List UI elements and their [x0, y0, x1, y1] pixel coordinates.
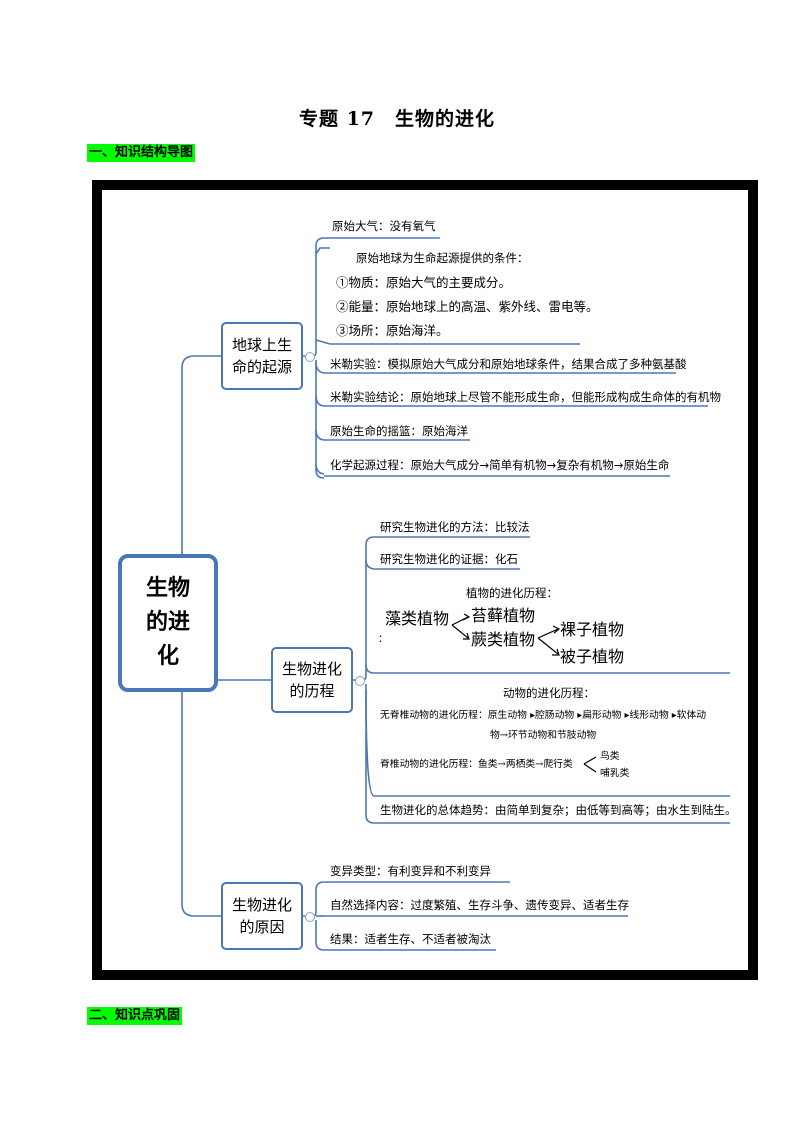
root-connector-3	[181, 692, 221, 917]
leaf-primitive-atmosphere: 原始大气：没有氧气	[332, 219, 436, 233]
leaf-variation-types: 变异类型：有利变异和不利变异	[330, 864, 491, 878]
leaf-condition-matter: ①物质：原始大气的主要成分。	[336, 275, 512, 290]
plant-moss: 苔藓植物	[471, 606, 536, 625]
page-title: 专题 17 生物的进化	[298, 108, 496, 130]
leaf-research-evidence: 研究生物进化的证据：化石	[380, 552, 518, 566]
leaf-invertebrate-line2: 物→环节动物和节肢动物	[490, 730, 597, 741]
section-heading-2: 二、知识点巩固	[87, 1007, 183, 1025]
branch1-collapse-toggle[interactable]	[305, 352, 315, 362]
plant-angiosperm: 被子植物	[560, 647, 625, 666]
leaf-miller-conclusion: 米勒实验结论：原始地球上尽管不能形成生命，但能形成构成生命体的有机物	[330, 390, 721, 404]
leaf-miller-experiment: 米勒实验：模拟原始大气成分和原始地球条件，结果合成了多种氨基酸	[330, 357, 687, 371]
leaf-vertebrate-birds: 鸟类	[600, 751, 620, 762]
plant-algae: 藻类植物	[385, 609, 450, 628]
branch-node-causes: 生物进化的原因	[221, 882, 303, 950]
leaf-vertebrate: 脊椎动物的进化历程：鱼类→两栖类→爬行类	[380, 759, 573, 770]
leaf-overall-trend: 生物进化的总体趋势：由简单到复杂；由低等到高等；由水生到陆生。	[380, 803, 737, 817]
plant-arrow-3	[537, 628, 559, 639]
leaf-animal-history-title: 动物的进化历程：	[503, 686, 595, 700]
plant-arrow-4	[537, 637, 559, 655]
plant-colon: ：	[378, 634, 388, 645]
branch2-collapse-toggle[interactable]	[355, 676, 365, 686]
plant-gymnosperm: 裸子植物	[560, 620, 625, 639]
root-connector-1	[181, 355, 221, 554]
leaf-conditions-title: 原始地球为生命起源提供的条件：	[356, 251, 529, 265]
leaf-vertebrate-mammals: 哺乳类	[600, 768, 630, 779]
root-node: 生物的进化	[118, 554, 218, 692]
leaf-invertebrate-line1: 无脊椎动物的进化历程：原生动物 ▸腔肠动物 ▸扁形动物 ▸线形动物 ▸软体动	[380, 710, 707, 721]
branch-node-origin: 地球上生命的起源	[221, 322, 303, 390]
leaf-chemical-origin: 化学起源过程：原始大气成分→简单有机物→复杂有机物→原始生命	[330, 458, 670, 472]
leaf-result: 结果：适者生存、不适者被淘汰	[330, 932, 491, 946]
plant-fern: 蕨类植物	[471, 630, 536, 649]
leaf-condition-energy: ②能量：原始地球上的高温、紫外线、雷电等。	[336, 299, 599, 314]
leaf-plant-history-title: 植物的进化历程：	[466, 586, 558, 600]
branch3-collapse-toggle[interactable]	[305, 912, 315, 922]
section-heading-1: 一、知识结构导图	[87, 144, 196, 162]
leaf-research-method: 研究生物进化的方法：比较法	[380, 520, 530, 534]
leaf-natural-selection: 自然选择内容：过度繁殖、生存斗争、遗传变异、适者生存	[330, 898, 629, 912]
vertebrate-fork	[583, 756, 597, 773]
plant-arrow-2	[451, 624, 469, 639]
branch-node-history: 生物进化的历程	[271, 647, 353, 713]
leaf-condition-place: ③场所：原始海洋。	[336, 323, 449, 338]
leaf-cradle-of-life: 原始生命的摇篮：原始海洋	[330, 424, 468, 438]
